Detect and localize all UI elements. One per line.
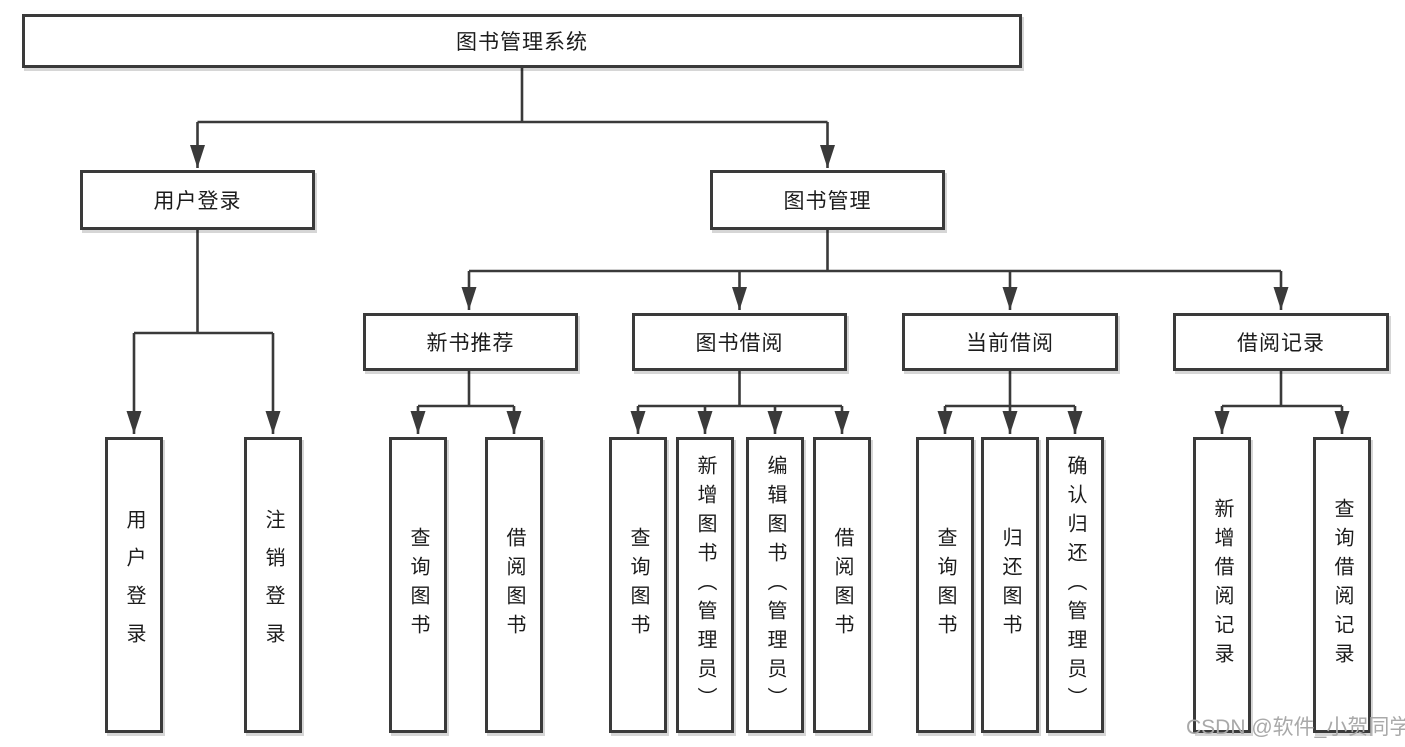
leaf-user-login: 用户登录 (105, 437, 163, 733)
node-borrowing-records: 借阅记录 (1173, 313, 1389, 371)
leaf-label: 用户登录 (123, 509, 145, 661)
leaf-add-books-admin: 新增图书（管理员） (676, 437, 734, 733)
leaf-label: 查询图书 (934, 527, 956, 643)
node-label: 借阅记录 (1237, 332, 1325, 355)
leaf-logout: 注销登录 (244, 437, 302, 733)
leaf-label: 新增借阅记录 (1211, 498, 1233, 672)
leaf-query-books: 查询图书 (609, 437, 667, 733)
leaf-query-borrow-record: 查询借阅记录 (1313, 437, 1371, 733)
leaf-label: 查询图书 (407, 527, 429, 643)
node-label: 图书借阅 (695, 332, 784, 355)
node-book-borrowing: 图书借阅 (632, 313, 847, 371)
leaf-label: 查询图书 (627, 527, 649, 643)
node-library-management-system: 图书管理系统 (22, 14, 1022, 68)
leaf-borrow-books: 借阅图书 (813, 437, 871, 733)
leaf-borrow-books: 借阅图书 (485, 437, 543, 733)
leaf-label: 确认归还（管理员） (1064, 454, 1086, 716)
node-current-borrowing: 当前借阅 (902, 313, 1118, 371)
leaf-edit-books-admin: 编辑图书（管理员） (746, 437, 804, 733)
node-user-login: 用户登录 (80, 170, 315, 230)
node-label: 图书管理 (783, 190, 872, 213)
leaf-label: 新增图书（管理员） (694, 454, 716, 716)
node-label: 新书推荐 (426, 332, 515, 355)
leaf-confirm-return-admin: 确认归还（管理员） (1046, 437, 1104, 733)
leaf-query-books: 查询图书 (916, 437, 974, 733)
node-label: 用户登录 (153, 190, 242, 213)
leaf-query-books: 查询图书 (389, 437, 447, 733)
leaf-label: 查询借阅记录 (1331, 498, 1353, 672)
leaf-label: 注销登录 (262, 509, 284, 661)
leaf-label: 借阅图书 (503, 527, 525, 643)
csdn-watermark: CSDN @软件_小贺同学 (1186, 716, 1405, 739)
node-label: 当前借阅 (966, 332, 1054, 355)
leaf-label: 借阅图书 (831, 527, 853, 643)
node-new-book-recommendation: 新书推荐 (363, 313, 578, 371)
node-label: 图书管理系统 (456, 31, 588, 54)
node-book-management: 图书管理 (710, 170, 945, 230)
leaf-add-borrow-record: 新增借阅记录 (1193, 437, 1251, 733)
leaf-return-books: 归还图书 (981, 437, 1039, 733)
leaf-label: 编辑图书（管理员） (764, 454, 786, 716)
leaf-label: 归还图书 (999, 527, 1021, 643)
